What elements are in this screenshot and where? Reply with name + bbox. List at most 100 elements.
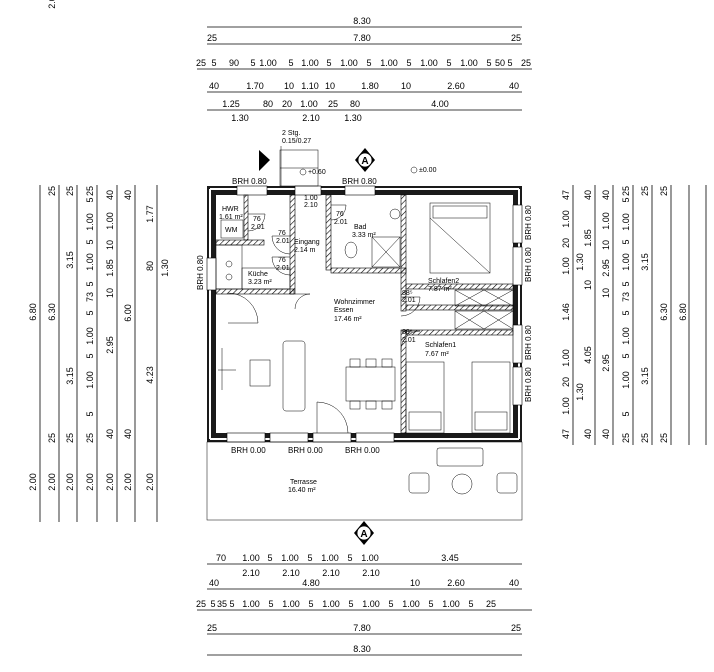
brh-right-4: BRH 0.80: [524, 367, 533, 402]
left-ter5-label-0: 2.00: [123, 473, 133, 491]
top-row3-label-13: 5: [446, 58, 451, 68]
door-d5-height: 2.01: [402, 337, 416, 344]
right-c5-label-5: 5: [621, 281, 631, 286]
right-c1-label-4: 1.46: [561, 303, 571, 321]
room-kueche-name: Küche: [248, 271, 268, 278]
bot-row2-label-1: 4.80: [302, 578, 320, 588]
top-row4-label-1: 1.70: [246, 81, 264, 91]
left-c7-label-1: 80: [145, 261, 155, 271]
top-row4-label-4: 10: [325, 81, 335, 91]
left-c3-label-0: 25: [65, 186, 75, 196]
bed-schlafen2: [429, 202, 491, 274]
right-c5-label-10: 1.00: [621, 371, 631, 389]
door-d3-width: 76: [278, 257, 286, 264]
door-d4-height: 2.01: [402, 297, 416, 304]
right-c6-label-1: 3.15: [640, 253, 650, 271]
left-c4-label-10: 1.00: [85, 371, 95, 389]
dim-top-r2-c: 25: [511, 33, 521, 43]
right-c5-label-3: 5: [621, 239, 631, 244]
room-bad-area: 3.33 m²: [352, 232, 376, 239]
bad-win-width: 1.00: [304, 195, 318, 202]
living-furniture: [218, 340, 396, 412]
right-c1-label-5: 1.00: [561, 349, 571, 367]
room-terrasse-name: Terrasse: [290, 479, 317, 486]
right-c4-label-1: 1.00: [601, 212, 611, 230]
left-ter2-label-0: 2.00: [65, 473, 75, 491]
left-ter6-label-0: 2.00: [145, 473, 155, 491]
dim-bottom-total: 8.30: [353, 644, 371, 654]
top-row5a-label-5: 80: [350, 99, 360, 109]
right-c5-label-1: 5: [621, 197, 631, 202]
right-c6-label-0: 25: [640, 186, 650, 196]
left-c3-label-3: 25: [65, 433, 75, 443]
right-c4-label-5: 2.95: [601, 354, 611, 372]
left-c4-label-4: 1.00: [85, 253, 95, 271]
bot-row1a-label-4: 5: [307, 553, 312, 563]
right-c8-label-0: 6.80: [678, 303, 688, 321]
left-c5-label-1: 1.00: [105, 212, 115, 230]
top-row3-label-7: 5: [326, 58, 331, 68]
left-c5-label-6: 40: [105, 429, 115, 439]
top-row5a-label-6: 4.00: [431, 99, 449, 109]
right-c5-label-8: 1.00: [621, 327, 631, 345]
top-row3-label-1: 5: [211, 58, 216, 68]
brh-bottom-1: BRH 0.00: [231, 446, 266, 455]
top-row5a-label-0: 1.25: [222, 99, 240, 109]
left-ter0-label-0: 2.00: [28, 473, 38, 491]
bad-door-height: 2.01: [334, 219, 348, 226]
door-d2-width: 76: [278, 230, 286, 237]
bot-row3-label-6: 1.00: [282, 599, 300, 609]
left-c2-label-1: 6.30: [47, 303, 57, 321]
bad-win-height: 2.10: [304, 202, 318, 209]
right-c1-label-3: 1.00: [561, 257, 571, 275]
top-row3-label-8: 1.00: [340, 58, 358, 68]
left-c3-label-2: 3.15: [65, 367, 75, 385]
right-c1-label-8: 47: [561, 429, 571, 439]
brh-right-1: BRH 0.80: [524, 205, 533, 240]
section-arrow-left-icon: [259, 150, 270, 171]
top-row4-label-6: 10: [401, 81, 411, 91]
top-row3-label-5: 5: [288, 58, 293, 68]
outer-wall-left: [207, 186, 216, 442]
right-c5-label-0: 25: [621, 186, 631, 196]
top-row3-label-11: 5: [406, 58, 411, 68]
beds-schlafen1: [405, 361, 511, 434]
bot-row1a-label-3: 1.00: [281, 553, 299, 563]
doors: [227, 204, 421, 434]
right-c5-label-11: 5: [621, 411, 631, 416]
right-c5-label-6: 73: [621, 292, 631, 302]
room-wohnen-name2: Essen: [334, 307, 354, 314]
room-schlafen2-name: Schlafen2: [428, 278, 459, 285]
bot-row3-label-3: 5: [229, 599, 234, 609]
left-c4-label-2: 1.00: [85, 213, 95, 231]
left-c5-label-2: 10: [105, 240, 115, 250]
dim-top-r2-a: 25: [207, 33, 217, 43]
top-row3-label-12: 1.00: [420, 58, 438, 68]
brh-bottom-2: BRH 0.00: [288, 446, 323, 455]
section-marker-top: A: [355, 148, 375, 172]
bot-row1a-label-5: 1.00: [321, 553, 339, 563]
kitchen-furniture: [215, 219, 291, 290]
right-c1-label-0: 47: [561, 190, 571, 200]
top-row5b-label-1: 2.10: [302, 113, 320, 123]
top-row3-label-3: 5: [250, 58, 255, 68]
left-c4-label-11: 5: [85, 411, 95, 416]
left-c5-label-3: 1.85: [105, 259, 115, 277]
bot-row3-label-7: 5: [308, 599, 313, 609]
bad-door-width: 76: [336, 211, 344, 218]
left-c5-label-5: 2.95: [105, 336, 115, 354]
left-c4-label-7: 5: [85, 310, 95, 315]
top-row5a-label-4: 25: [328, 99, 338, 109]
bot-row1b-label-1: 2.10: [282, 568, 300, 578]
dim-bot-r4-a: 25: [207, 623, 217, 633]
room-bad-name: Bad: [354, 224, 367, 231]
left-c4-label-3: 5: [85, 239, 95, 244]
right-c1-label-2: 20: [561, 238, 571, 248]
left-c6-label-0: 40: [123, 190, 133, 200]
top-row3-label-4: 1.00: [259, 58, 277, 68]
bot-row2-label-2: 10: [410, 578, 420, 588]
right-c3-label-4: 40: [583, 429, 593, 439]
door-labels: 76 2.01 76 2.01 76 2.01 88⁵ 2.01 88⁵ 2.0…: [251, 195, 416, 344]
